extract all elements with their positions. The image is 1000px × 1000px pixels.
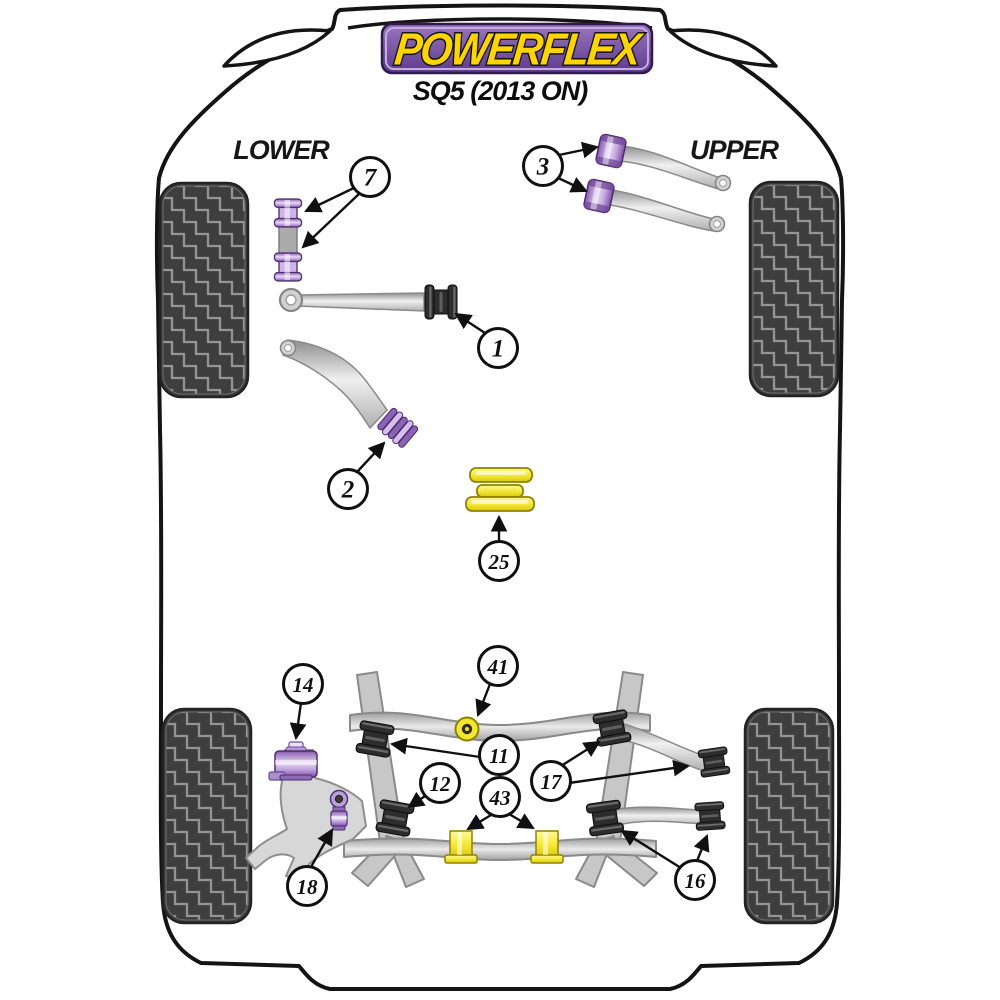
yellow-arb-washer bbox=[454, 716, 480, 742]
callout-17-number: 17 bbox=[541, 770, 564, 794]
callout-7: 7 bbox=[301, 156, 391, 249]
purple-bush-upper-arm-1 bbox=[594, 132, 628, 170]
yellow-insert-stack bbox=[465, 467, 535, 512]
callout-25: 25 bbox=[478, 514, 520, 582]
yellow-bush-arb-right bbox=[530, 830, 564, 864]
arm-eyelet bbox=[279, 339, 297, 357]
arm-eyelet bbox=[708, 215, 726, 233]
callout-41: 41 bbox=[475, 645, 519, 717]
tire-rear-left bbox=[161, 707, 253, 925]
callout-3: 3 bbox=[522, 141, 600, 193]
black-bush-lower-arm bbox=[424, 284, 458, 320]
callout-2-number: 2 bbox=[341, 477, 355, 504]
tire-front-left bbox=[158, 181, 250, 399]
front-anti-roll-bar-link bbox=[273, 198, 303, 282]
purple-bush-link-upper bbox=[273, 198, 303, 228]
callout-12: 12 bbox=[407, 762, 461, 809]
logo-background bbox=[380, 22, 654, 75]
callout-43: 43 bbox=[466, 776, 535, 831]
front-lower-arm bbox=[278, 284, 458, 320]
callout-2: 2 bbox=[327, 441, 386, 510]
callout-18-number: 18 bbox=[297, 875, 319, 899]
logo-inner-border bbox=[385, 27, 649, 70]
callout-25-number: 25 bbox=[488, 550, 510, 574]
arm-eyelet bbox=[278, 287, 304, 313]
brand-logo-text: POWERFLEX bbox=[392, 24, 646, 75]
callout-18: 18 bbox=[286, 828, 334, 907]
callout-16-number: 16 bbox=[685, 869, 707, 893]
front-upper-arm-2 bbox=[582, 177, 726, 233]
callout-1: 1 bbox=[454, 312, 519, 369]
callout-14-number: 14 bbox=[293, 673, 314, 697]
callout-11-number: 11 bbox=[489, 744, 509, 768]
callout-43-number: 43 bbox=[489, 786, 511, 810]
front-curved-arm bbox=[279, 339, 419, 448]
purple-knuckle-link bbox=[329, 789, 349, 831]
tire-rear-right bbox=[743, 707, 835, 925]
callout-14: 14 bbox=[282, 663, 324, 741]
a-pillar-left bbox=[222, 28, 332, 68]
callout-17: 17 bbox=[530, 740, 691, 802]
callout-16: 16 bbox=[620, 829, 716, 901]
model-subtitle: SQ5 (2013 ON) bbox=[413, 76, 589, 106]
callout-1-number: 1 bbox=[492, 336, 505, 363]
yellow-bush-arb-left bbox=[444, 830, 478, 864]
callout-12-number: 12 bbox=[430, 772, 452, 796]
rear-knuckle bbox=[245, 749, 367, 881]
purple-bush-knuckle-top bbox=[268, 741, 318, 781]
a-pillar-right bbox=[668, 28, 778, 68]
front-upper-arm-1 bbox=[594, 132, 732, 192]
callout-3-number: 3 bbox=[536, 154, 550, 181]
purple-ribbed-bush bbox=[377, 407, 419, 448]
arm-body bbox=[282, 339, 388, 430]
arm-eyelet bbox=[714, 174, 732, 192]
purple-bush-link-lower bbox=[273, 252, 303, 282]
purple-bush-upper-arm-2 bbox=[582, 177, 616, 215]
label-upper: UPPER bbox=[690, 135, 780, 165]
callout-7-number: 7 bbox=[364, 165, 378, 192]
callout-11: 11 bbox=[389, 734, 520, 776]
label-lower: LOWER bbox=[233, 135, 330, 165]
tire-front-right bbox=[748, 180, 840, 398]
callout-41-number: 41 bbox=[487, 655, 509, 679]
powerflex-logo: POWERFLEX bbox=[380, 22, 654, 76]
